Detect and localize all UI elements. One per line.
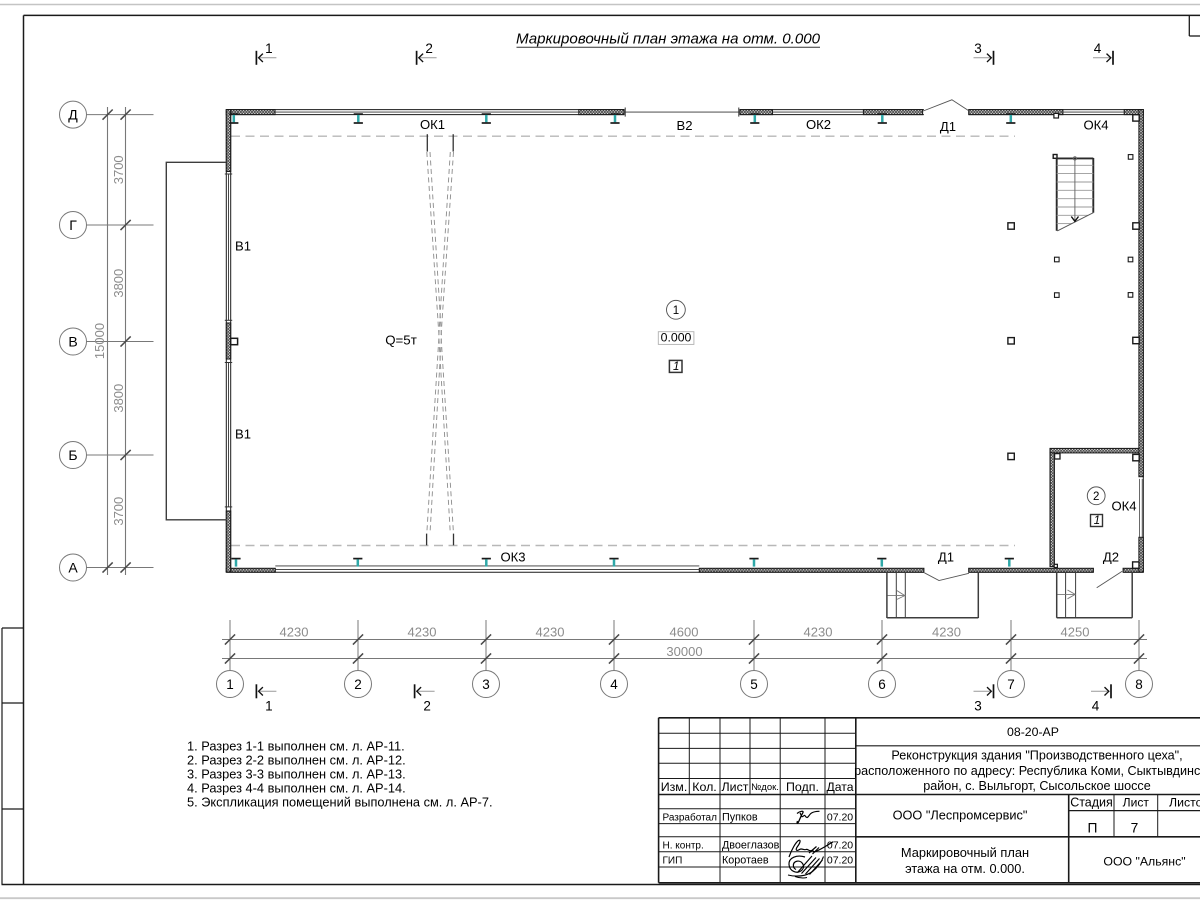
svg-text:4600: 4600 (670, 624, 699, 639)
svg-text:30000: 30000 (666, 644, 702, 659)
svg-text:4: 4 (1092, 699, 1100, 714)
svg-text:Д1: Д1 (940, 119, 956, 134)
svg-text:15000: 15000 (92, 323, 107, 359)
svg-text:4230: 4230 (408, 624, 437, 639)
svg-text:Пупков: Пупков (722, 812, 758, 824)
svg-text:4230: 4230 (280, 624, 309, 639)
svg-text:Д2: Д2 (1103, 550, 1119, 565)
svg-text:4: 4 (1094, 41, 1102, 56)
svg-text:08-20-АР: 08-20-АР (1007, 725, 1059, 739)
svg-text:7: 7 (1007, 677, 1015, 692)
svg-text:1: 1 (226, 677, 234, 692)
svg-text:ОК1: ОК1 (420, 117, 445, 132)
svg-text:3800: 3800 (111, 269, 126, 298)
svg-text:3: 3 (482, 677, 490, 692)
svg-text:Подп.: Подп. (786, 780, 819, 794)
svg-text:1: 1 (1094, 515, 1100, 527)
svg-text:07.20: 07.20 (827, 811, 853, 823)
svg-text:№док.: №док. (751, 782, 779, 793)
svg-text:1: 1 (673, 361, 679, 373)
svg-text:Маркировочный план: Маркировочный план (901, 845, 1029, 860)
svg-text:4250: 4250 (1061, 624, 1090, 639)
svg-text:Б: Б (68, 447, 77, 463)
svg-text:4230: 4230 (804, 624, 833, 639)
svg-text:район, с. Выльгорт, Сысольское: район, с. Выльгорт, Сысольское шоссе (923, 779, 1150, 793)
svg-text:1. Разрез 1-1 выполнен см. л.: 1. Разрез 1-1 выполнен см. л. АР-11. (187, 738, 405, 753)
svg-text:5. Экспликация помещений выпол: 5. Экспликация помещений выполнена см. л… (187, 794, 493, 809)
svg-text:2: 2 (1093, 491, 1099, 503)
svg-text:5: 5 (750, 677, 758, 692)
svg-text:Дата: Дата (827, 780, 854, 794)
svg-text:Д1: Д1 (938, 550, 954, 565)
svg-text:ГИП: ГИП (663, 856, 683, 867)
svg-text:П: П (1088, 821, 1098, 836)
svg-text:3800: 3800 (111, 384, 126, 413)
svg-text:Реконструкция здания "Производ: Реконструкция здания "Производственного … (891, 748, 1182, 762)
svg-text:1: 1 (673, 305, 679, 317)
svg-text:ОК4: ОК4 (1111, 499, 1136, 514)
svg-text:Изм.: Изм. (661, 780, 688, 794)
svg-text:Н. контр.: Н. контр. (663, 841, 704, 852)
svg-text:В1: В1 (235, 239, 251, 254)
svg-text:Кол.: Кол. (692, 780, 717, 794)
svg-text:2. Разрез 2-2 выполнен см. л.: 2. Разрез 2-2 выполнен см. л. АР-12. (187, 752, 406, 767)
svg-text:Стадия: Стадия (1070, 796, 1113, 810)
svg-text:2: 2 (423, 699, 431, 714)
svg-text:3700: 3700 (111, 497, 126, 526)
svg-text:Q=5т: Q=5т (385, 333, 417, 348)
svg-text:3. Разрез 3-3 выполнен см. л.: 3. Разрез 3-3 выполнен см. л. АР-13. (187, 766, 406, 781)
svg-text:0.000: 0.000 (661, 331, 692, 345)
svg-text:3700: 3700 (111, 155, 126, 184)
svg-text:3: 3 (974, 41, 982, 56)
svg-text:А: А (68, 559, 78, 575)
svg-text:ОК2: ОК2 (806, 117, 831, 132)
svg-text:Разработал: Разработал (663, 812, 718, 824)
svg-text:Лист: Лист (1123, 796, 1150, 810)
svg-text:6: 6 (878, 677, 886, 692)
svg-text:4. Разрез 4-4 выполнен см. л.: 4. Разрез 4-4 выполнен см. л. АР-14. (187, 780, 406, 795)
svg-text:Д: Д (68, 106, 78, 122)
svg-text:Коротаев: Коротаев (722, 855, 769, 867)
svg-text:1: 1 (265, 41, 273, 56)
svg-text:В2: В2 (676, 118, 692, 133)
svg-text:8: 8 (1135, 677, 1143, 692)
svg-text:Листов: Листов (1169, 796, 1200, 810)
svg-text:2: 2 (425, 41, 433, 56)
svg-text:3: 3 (974, 699, 982, 714)
svg-text:ОК3: ОК3 (500, 550, 525, 565)
svg-text:этажа на отм. 0.000.: этажа на отм. 0.000. (905, 861, 1025, 876)
svg-text:расположенного по адресу: Респ: расположенного по адресу: Республика Ком… (854, 764, 1200, 778)
svg-text:Г: Г (69, 217, 77, 233)
svg-text:4230: 4230 (932, 624, 961, 639)
svg-text:Лист: Лист (722, 780, 749, 794)
svg-text:4: 4 (610, 677, 618, 692)
svg-text:Двоеглазов: Двоеглазов (722, 840, 780, 852)
svg-text:7: 7 (1131, 821, 1139, 836)
svg-text:4230: 4230 (536, 624, 565, 639)
svg-text:ОК4: ОК4 (1083, 118, 1108, 133)
svg-text:В1: В1 (235, 427, 251, 442)
svg-text:1: 1 (265, 699, 273, 714)
svg-text:ООО "Альянс": ООО "Альянс" (1103, 855, 1185, 869)
svg-text:07.20: 07.20 (827, 854, 853, 866)
svg-text:В: В (68, 333, 77, 349)
svg-text:07.20: 07.20 (827, 839, 853, 851)
svg-text:Маркировочный план этажа на от: Маркировочный план этажа на отм. 0.000 (516, 31, 821, 48)
svg-text:ООО "Леспромсервис": ООО "Леспромсервис" (893, 808, 1028, 823)
svg-text:2: 2 (354, 677, 362, 692)
